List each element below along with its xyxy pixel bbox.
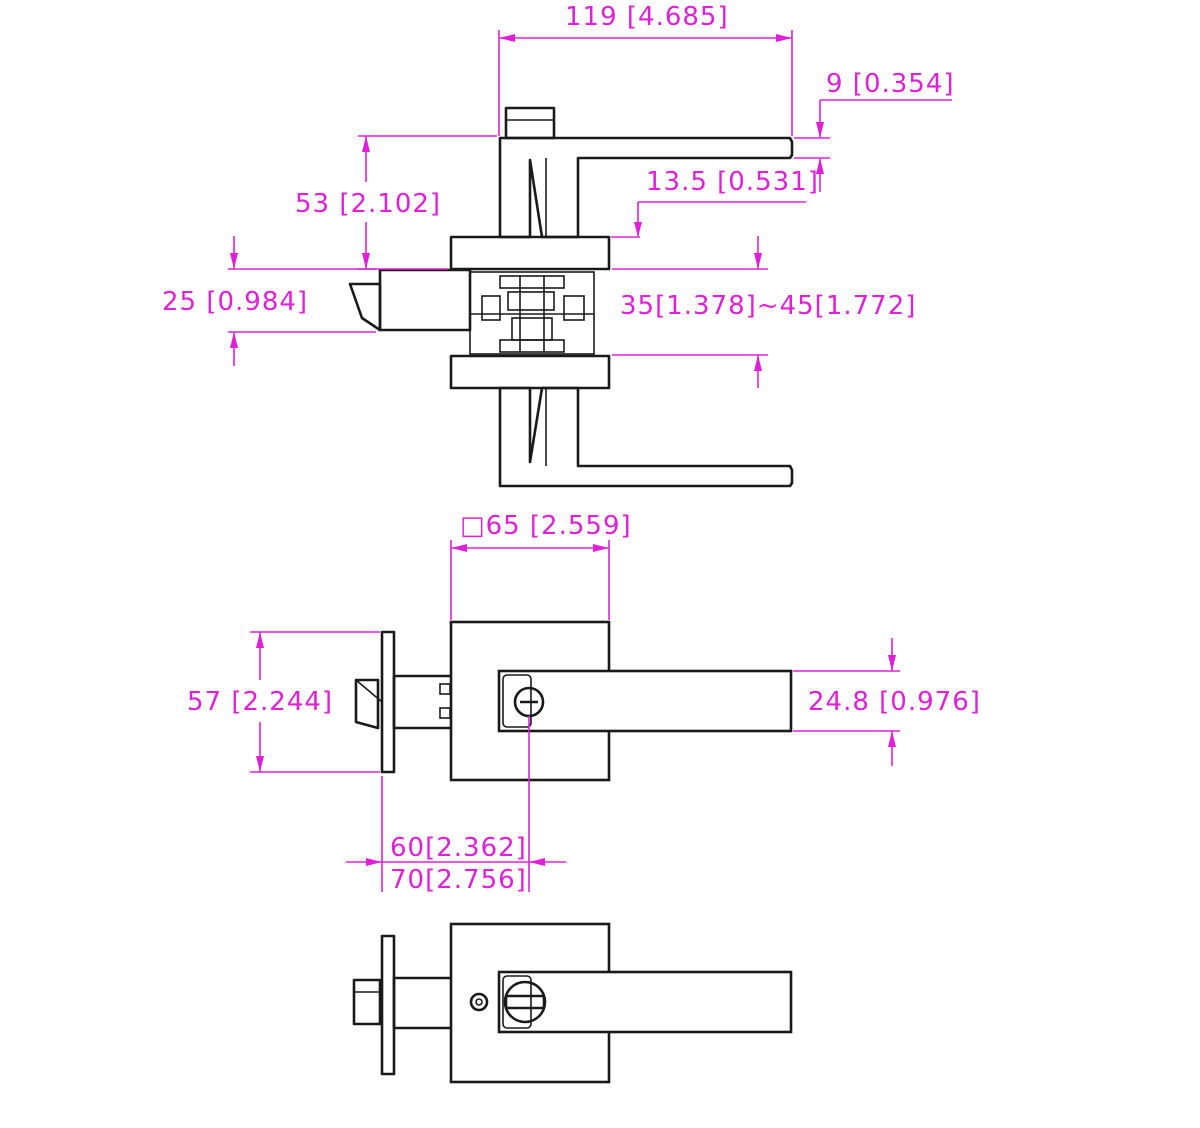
latch-bolt bbox=[348, 282, 382, 332]
rear-latch-tube bbox=[392, 976, 454, 1030]
label-backset-60: 60[2.362] bbox=[390, 833, 527, 863]
label-rose-square: □65 [2.559] bbox=[460, 511, 632, 541]
upper-rose bbox=[449, 235, 611, 271]
rear-view-assembly bbox=[352, 922, 793, 1084]
rear-lever bbox=[497, 970, 793, 1034]
side-view-assembly bbox=[348, 106, 794, 488]
dim-lever-width: 24.8 [0.976] bbox=[793, 638, 981, 766]
dim-faceplate-height: 57 [2.244] bbox=[187, 631, 380, 773]
dim-lever-thickness: 9 [0.354] bbox=[794, 69, 955, 192]
spindle-top bbox=[504, 106, 556, 140]
privacy-release-hole bbox=[469, 992, 489, 1012]
dim-backset: 60[2.362] 70[2.756] bbox=[346, 716, 566, 895]
label-lever-width: 24.8 [0.976] bbox=[808, 687, 981, 717]
front-latch-bolt bbox=[354, 678, 380, 730]
label-backset-70: 70[2.756] bbox=[390, 865, 527, 895]
dim-latch-face: 25 [0.984] bbox=[162, 236, 376, 366]
dim-lever-offset: 13.5 [0.531] bbox=[611, 167, 819, 238]
front-lever bbox=[497, 669, 793, 733]
latch-body bbox=[378, 268, 472, 332]
label-faceplate-height: 57 [2.244] bbox=[187, 687, 333, 717]
dim-lever-length: 119 [4.685] bbox=[498, 2, 793, 136]
label-lever-thickness: 9 [0.354] bbox=[826, 69, 955, 99]
lower-rose bbox=[449, 354, 611, 390]
dim-rose-square: □65 [2.559] bbox=[450, 511, 632, 620]
mechanism bbox=[469, 271, 595, 355]
faceplate bbox=[380, 630, 396, 774]
label-lever-offset: 13.5 [0.531] bbox=[646, 167, 819, 197]
label-lever-length: 119 [4.685] bbox=[565, 2, 729, 32]
label-latch-face: 25 [0.984] bbox=[162, 287, 308, 317]
rear-faceplate bbox=[380, 934, 396, 1076]
label-door-thickness: 35[1.378]~45[1.772] bbox=[620, 291, 916, 321]
label-lever-height: 53 [2.102] bbox=[295, 189, 441, 219]
front-view-assembly bbox=[354, 620, 793, 782]
rear-latch-bolt bbox=[352, 978, 382, 1026]
dim-door-thickness: 35[1.378]~45[1.772] bbox=[612, 236, 916, 388]
dim-lever-height: 53 [2.102] bbox=[295, 135, 497, 270]
lower-lever bbox=[498, 386, 794, 488]
